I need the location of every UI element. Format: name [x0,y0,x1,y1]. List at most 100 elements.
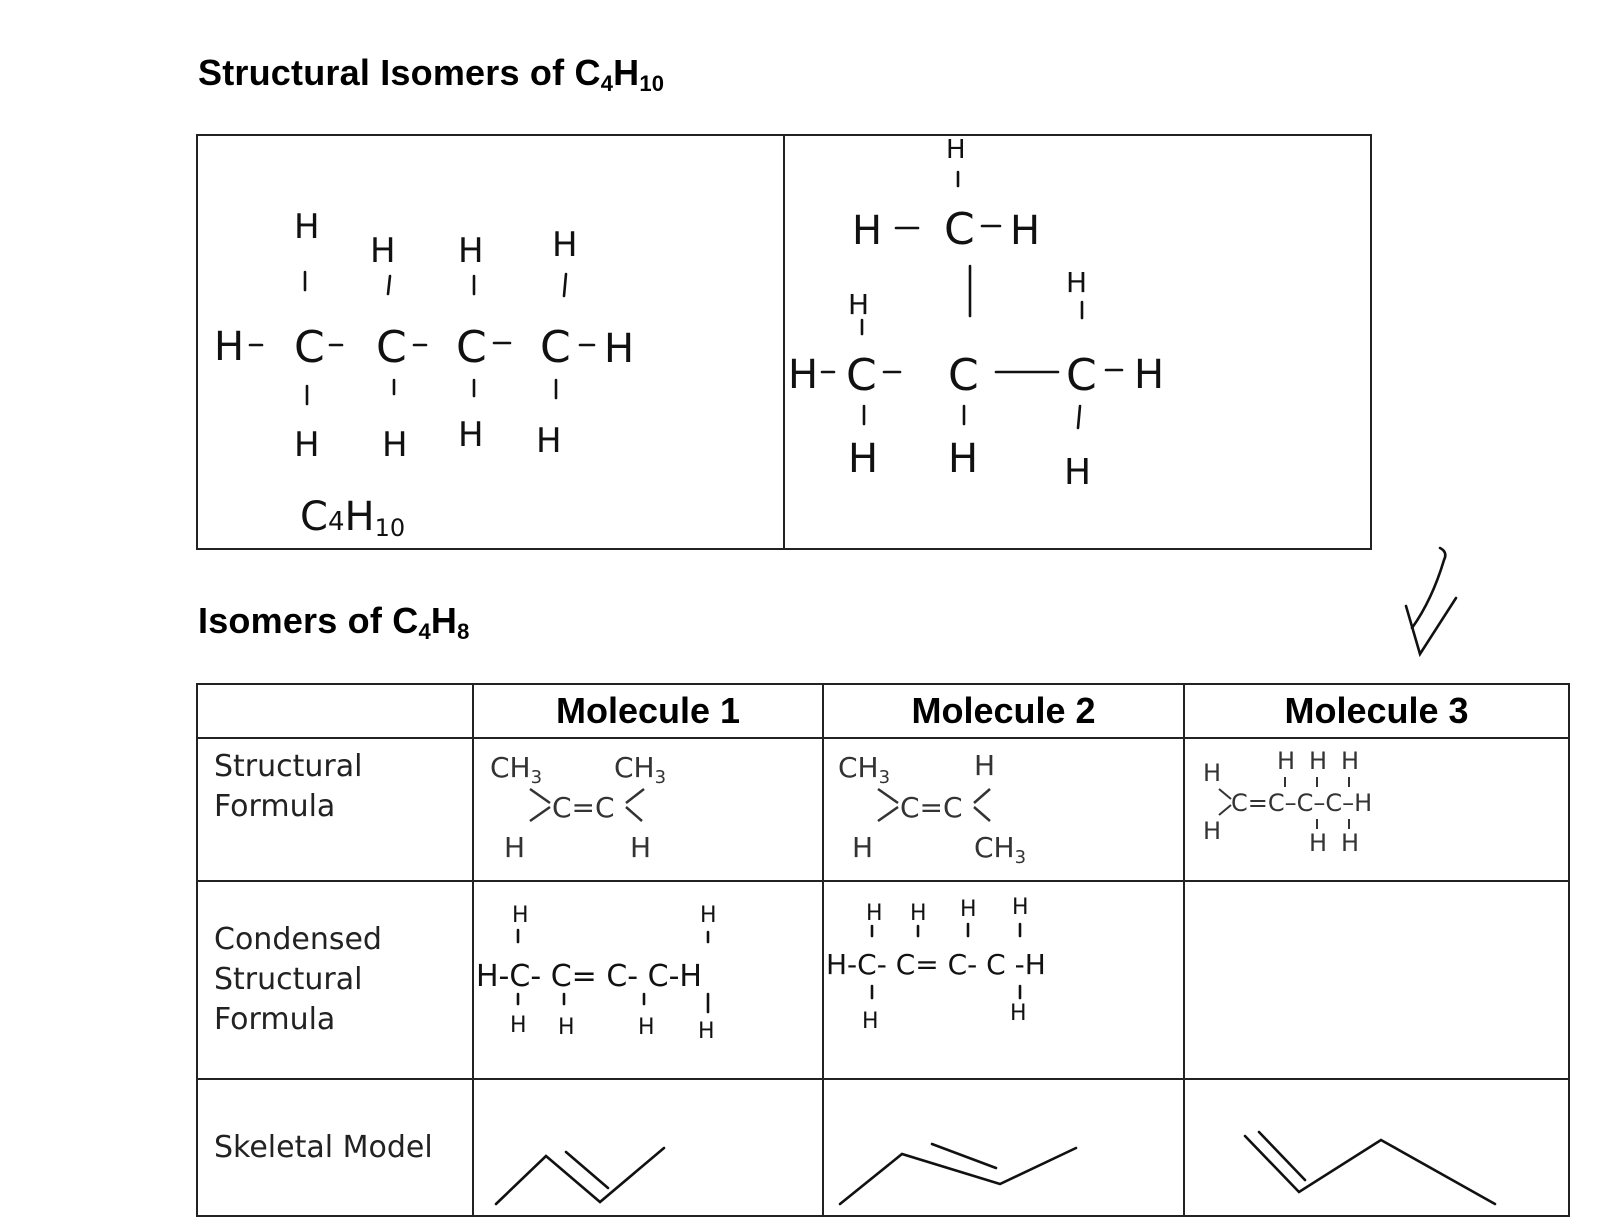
atom-c: C [540,322,571,373]
label-line: Formula [214,1002,336,1037]
atom-h: H [1309,747,1327,775]
svg-text:H: H [1012,895,1029,920]
atom-h: H [382,425,408,465]
atom-c: C [294,322,325,373]
header-molecule-1: Molecule 1 [472,683,824,739]
cis-2-butene-structure: CH3 CH3 C=C H H [490,751,666,864]
svg-text:H: H [910,901,927,926]
group-ch3: CH3 [974,831,1026,868]
atom-h: H [552,225,578,265]
atom-h: H [536,421,562,461]
1-butene-structure: H H H H C=C–C–C–H H H H [1203,747,1372,857]
condensed-molecule-3-empty [1183,880,1570,1080]
skeletal-cis-2-butene [494,1146,666,1206]
header-molecule-2: Molecule 2 [822,683,1185,739]
atom-h: H [848,288,869,321]
skeletal-molecule-2 [822,1078,1185,1217]
atom-h: H [370,231,396,271]
svg-text:H: H [558,1015,575,1040]
atom-c: C [456,322,487,373]
atom-c: C [944,204,975,255]
heading-text-h: H [430,600,458,641]
svg-text:H: H [1010,1001,1027,1026]
atom-h: H [946,135,966,165]
carbon-chain: C=C–C–C–H [1231,789,1372,817]
heading-text: Isomers of C [198,600,419,641]
svg-text:H: H [700,903,717,928]
atom-h: H [974,749,995,782]
header-empty [196,683,474,739]
atom-c: C [846,350,877,401]
heading-text-h: H [613,52,640,93]
atom-c: C [948,350,979,401]
atom-h: H [1010,208,1040,254]
skeletal-trans-2-butene [838,1142,1078,1206]
svg-text:H: H [638,1015,655,1040]
skeletal-molecule-3 [1183,1078,1570,1217]
atom-h: H [1277,747,1295,775]
svg-text:H: H [960,897,977,922]
trans-2-butene-structure: CH3 H C=C H CH3 [838,749,1026,868]
structural-molecule-3: H H H H C=C–C–C–H H H H [1183,737,1570,882]
atom-h: H [294,207,320,247]
svg-text:H: H [512,903,529,928]
atom-h: H [852,831,873,864]
atom-h: H [1203,817,1221,845]
atom-h: H [214,324,244,370]
structural-molecule-1: CH3 CH3 C=C H H [472,737,824,882]
atom-h: H [788,352,818,398]
atom-h: H [852,208,882,254]
atom-h: H [848,436,878,482]
atom-h: H [1066,266,1087,299]
atom-h: H [1309,829,1327,857]
svg-text:H-C- C= C- C -H: H-C- C= C- C -H [826,948,1046,981]
row-label-structural: Structural Formula [196,737,474,882]
row-label-skeletal: Skeletal Model [196,1078,474,1217]
heading-subscript: 4 [418,619,431,644]
heading-subscript: 10 [639,71,665,96]
atom-h: H [504,831,525,864]
c4h8-isomer-table: Molecule 1 Molecule 2 Molecule 3 Structu… [196,683,1570,1217]
skeletal-1-butene [1243,1130,1497,1206]
svg-text:H: H [866,901,883,926]
atom-c: C [376,322,407,373]
heading-subscript: 8 [457,619,470,644]
svg-text:H-C- C= C- C-H: H-C- C= C- C-H [476,959,702,994]
svg-text:H: H [698,1019,715,1044]
group-ch3: CH3 [614,751,666,788]
check-mark-icon [1404,546,1458,658]
group-ch3: CH3 [490,751,542,788]
atom-h: H [458,231,484,271]
label-line: Condensed [214,922,382,957]
table-row-structural: Structural Formula CH3 CH3 C=C H H CH3 H [196,737,1570,882]
group-ch3: CH3 [838,751,890,788]
label-line: Formula [214,789,336,824]
section-title-c4h8: Isomers of C4H8 [198,600,470,644]
skeletal-molecule-1 [472,1078,824,1217]
label-line: Structural [214,962,363,997]
atom-h: H [948,436,978,482]
row-label-condensed: Condensed Structural Formula [196,880,474,1080]
structural-molecule-2: CH3 H C=C H CH3 [822,737,1185,882]
atom-h: H [458,415,484,455]
isobutane-box [783,134,1372,550]
atom-c: C [1066,350,1097,401]
atom-h: H [1064,452,1091,493]
atom-h: H [1341,829,1359,857]
heading-text: Structural Isomers of C [198,52,601,93]
table-header-row: Molecule 1 Molecule 2 Molecule 3 [196,683,1570,739]
atom-h: H [1341,747,1359,775]
heading-subscript: 4 [600,71,614,96]
double-bond-c-c: C=C [552,791,615,824]
atom-h: H [1203,759,1221,787]
condensed-molecule-2: H H H H H-C- C= C- C -H H H [822,880,1185,1080]
atom-h: H [604,326,634,372]
isobutane-drawing: H H C H H H H C C C H H H H [788,135,1164,493]
header-molecule-3: Molecule 3 [1183,683,1570,739]
svg-text:H: H [862,1009,879,1034]
svg-text:H: H [510,1013,527,1038]
atom-h: H [294,425,320,465]
label-line: Structural [214,749,363,784]
condensed-handwritten-1: H H H-C- C= C- C-H H H H H [476,903,717,1044]
